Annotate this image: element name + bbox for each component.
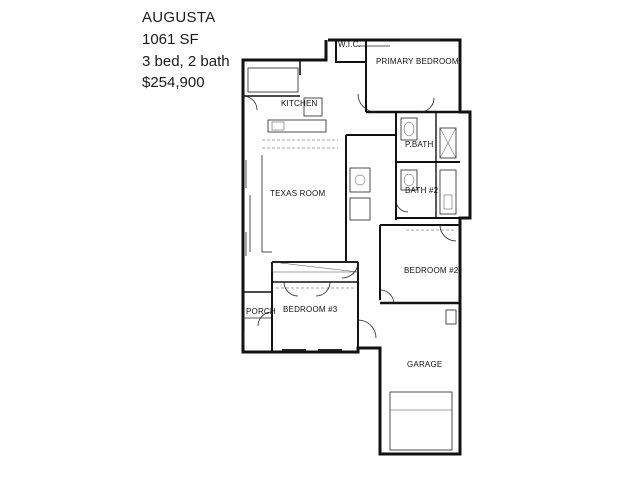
bed-bath-count: 3 bed, 2 bath bbox=[142, 53, 230, 70]
room-label-porch: PORCH bbox=[246, 307, 276, 316]
room-label-bath-2: BATH #2 bbox=[405, 186, 439, 195]
room-label-wic: W.I.C. bbox=[338, 40, 361, 49]
room-label-bedroom-3: BEDROOM #3 bbox=[283, 305, 338, 314]
room-label-kitchen: KITCHEN bbox=[281, 99, 318, 108]
door-swings bbox=[242, 93, 457, 339]
room-label-p-bath: P.BATH bbox=[405, 140, 433, 149]
plan-name: AUGUSTA bbox=[142, 9, 216, 26]
room-label-garage: GARAGE bbox=[407, 360, 442, 369]
room-label-bedroom-2: BEDROOM #2 bbox=[404, 266, 459, 275]
price: $254,900 bbox=[142, 74, 205, 91]
room-label-primary-bedroom: PRIMARY BEDROOM bbox=[376, 57, 459, 66]
exterior-walls bbox=[241, 38, 472, 456]
room-label-texas-room: TEXAS ROOM bbox=[270, 189, 325, 198]
room-labels: W.I.C. PRIMARY BEDROOM KITCHEN P.BATH TE… bbox=[246, 40, 459, 369]
fixtures bbox=[243, 39, 457, 451]
square-footage: 1061 SF bbox=[142, 31, 199, 48]
